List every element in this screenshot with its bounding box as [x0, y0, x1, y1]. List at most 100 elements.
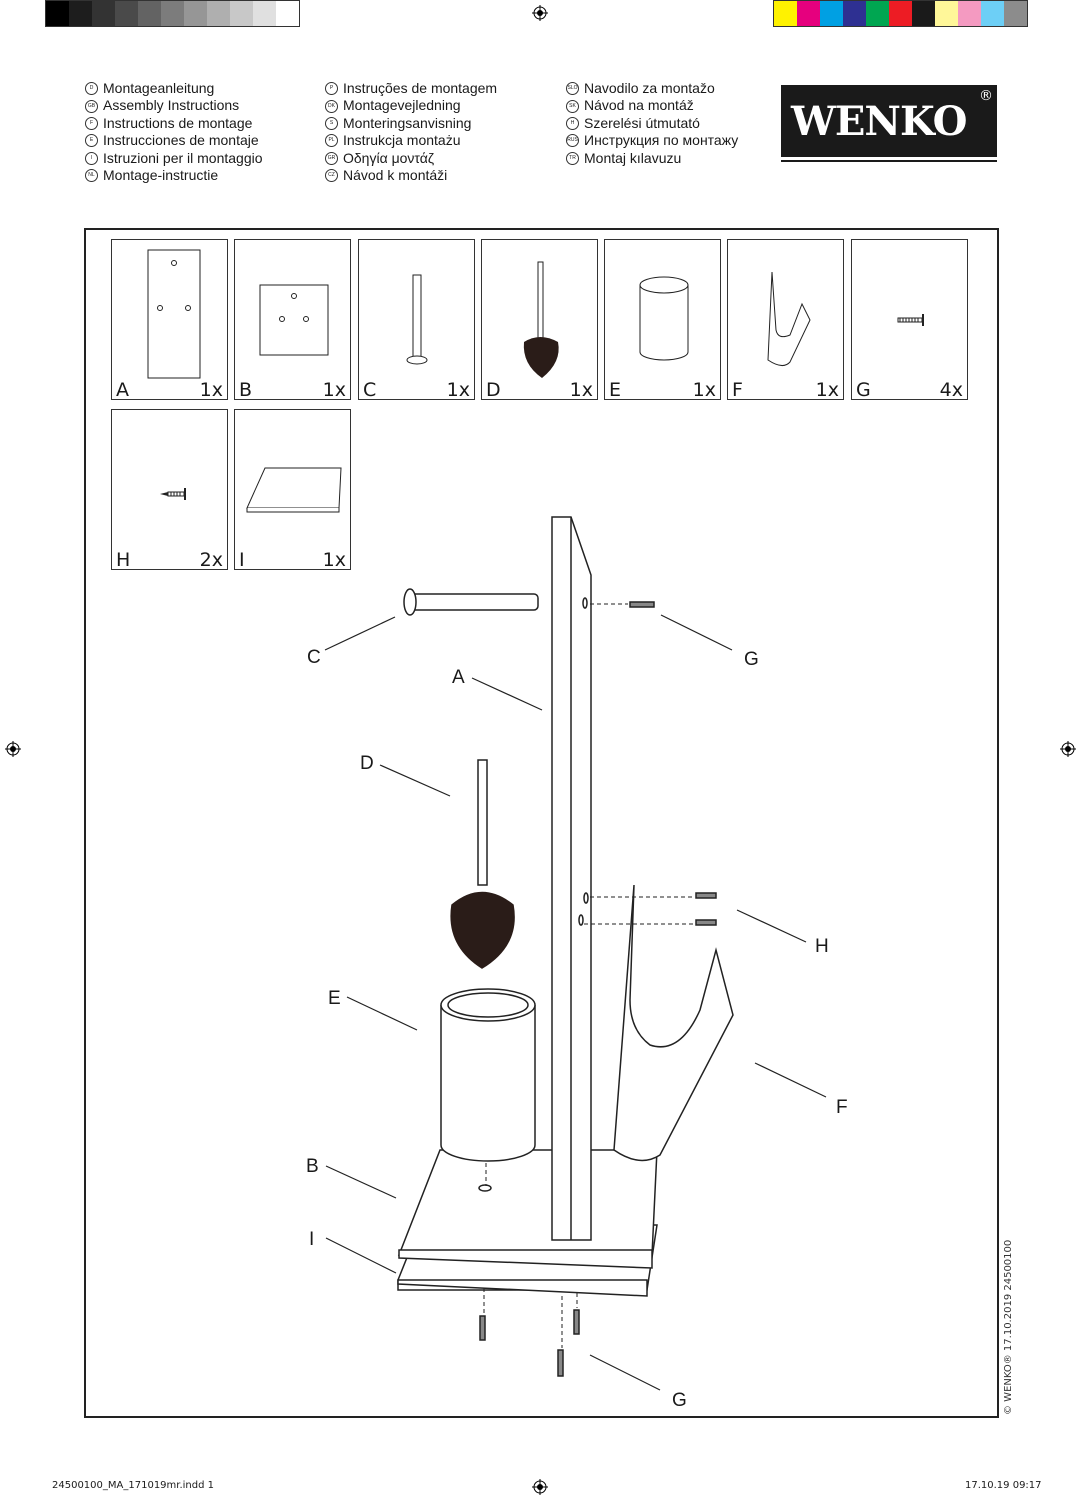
language-title: Instructions de montage: [103, 114, 253, 131]
part-e: E 1x: [604, 239, 721, 401]
label-c: C: [307, 647, 321, 668]
language-title: Οδηγία μοντάζ: [343, 149, 435, 166]
toilet-brush-icon: [523, 261, 559, 378]
color-swatch: [797, 1, 820, 26]
country-code-icon: GR: [325, 151, 338, 165]
color-swatch: [889, 1, 912, 26]
logo-text: WENKO: [791, 97, 968, 145]
language-item: PL Instrukcja montażu: [325, 132, 497, 149]
part-f: F 1x: [727, 239, 844, 401]
base-plate-icon: [246, 467, 342, 513]
language-title: Montage-instructie: [103, 167, 219, 184]
language-item: SK Návod na montáž: [566, 97, 738, 114]
part-qty: 1x: [815, 379, 839, 401]
country-code-icon: I: [85, 151, 98, 165]
country-code-icon: PL: [325, 134, 338, 148]
process-color-bar: [773, 0, 1028, 27]
spare-roll-holder-f: [613, 884, 734, 1162]
screws-g: [479, 601, 655, 1377]
screw-icon: [160, 488, 186, 500]
base-plate-b: [397, 1149, 658, 1256]
language-title: Instrucciones de montaje: [103, 132, 259, 149]
color-swatch: [207, 1, 230, 26]
brush-container-icon: [639, 276, 689, 361]
part-letter: F: [732, 379, 743, 401]
part-letter: E: [609, 379, 622, 401]
country-code-icon: TR: [566, 151, 579, 165]
country-code-icon: SK: [566, 99, 579, 113]
part-i: I 1x: [234, 409, 351, 571]
label-e: E: [328, 988, 341, 1009]
part-qty: 1x: [322, 379, 346, 401]
leader-lines: [324, 614, 827, 1391]
color-swatch: [843, 1, 866, 26]
language-item: GR Οδηγία μοντάζ: [325, 150, 497, 167]
language-item: I Istruzioni per il montaggio: [85, 150, 263, 167]
language-title: Szerelési útmutató: [584, 114, 700, 131]
language-title: Instruções de montagem: [343, 80, 498, 96]
label-g-bottom: G: [672, 1390, 687, 1411]
color-swatch: [774, 1, 797, 26]
language-title: Návod na montáž: [584, 97, 694, 114]
country-code-icon: DK: [325, 99, 338, 113]
brush-container-e: [440, 988, 536, 1192]
wenko-logo: WENKO ®: [781, 85, 997, 157]
language-item: SLO Navodilo za montažo: [566, 80, 738, 97]
language-title: Instrukcja montażu: [343, 132, 461, 149]
grayscale-color-bar: [45, 0, 300, 27]
language-title: Istruzioni per il montaggio: [103, 149, 263, 166]
copyright-text: © WENKO® 17.10.2019 24500100: [1003, 1239, 1014, 1415]
label-h: H: [815, 936, 829, 957]
country-code-icon: NL: [85, 169, 98, 183]
color-swatch: [161, 1, 184, 26]
country-code-icon: RUS: [566, 134, 579, 148]
country-code-icon: GB: [85, 99, 98, 113]
language-title: Montagevejledning: [343, 97, 461, 114]
color-swatch: [1004, 1, 1027, 26]
language-item: F Instructions de montage: [85, 115, 263, 132]
country-code-icon: H: [566, 117, 579, 131]
logo-registered-mark: ®: [979, 88, 993, 104]
logo-underline: [781, 160, 997, 162]
language-title: Navodilo za montažo: [584, 80, 715, 96]
color-swatch: [912, 1, 935, 26]
label-a: A: [452, 667, 465, 688]
color-swatch: [69, 1, 92, 26]
part-letter: A: [116, 379, 129, 401]
part-qty: 1x: [446, 379, 470, 401]
screw-icon: [897, 314, 924, 326]
part-qty: 2x: [199, 549, 223, 571]
assembly-frame: [84, 228, 999, 1418]
country-code-icon: CZ: [325, 169, 338, 183]
part-qty: 1x: [692, 379, 716, 401]
footer-filename: 24500100_MA_171019mr.indd 1: [52, 1480, 215, 1491]
part-qty: 4x: [939, 379, 963, 401]
color-swatch: [92, 1, 115, 26]
label-f: F: [836, 1097, 848, 1118]
roll-holder-icon: [406, 274, 428, 365]
registration-mark-icon: [532, 1479, 548, 1495]
country-code-icon: F: [85, 117, 98, 131]
color-swatch: [230, 1, 253, 26]
part-qty: 1x: [322, 549, 346, 571]
part-letter: I: [239, 549, 245, 571]
color-swatch: [253, 1, 276, 26]
language-title: Montageanleitung: [103, 80, 215, 96]
color-swatch: [958, 1, 981, 26]
color-swatch: [276, 1, 299, 26]
country-code-icon: SLO: [566, 82, 579, 96]
